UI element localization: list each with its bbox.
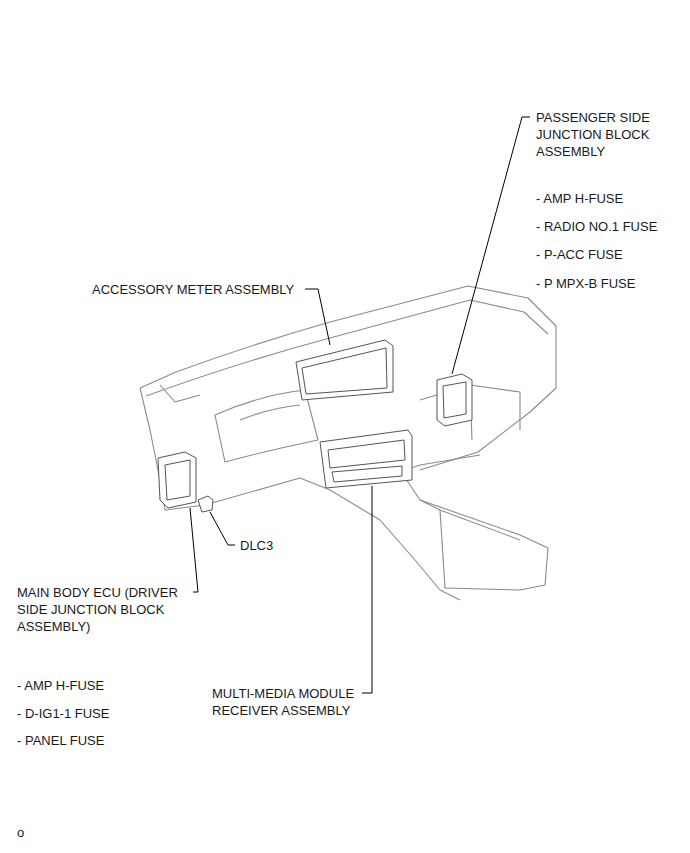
- leader-line: [362, 486, 372, 693]
- junction-block-detail: [443, 382, 466, 418]
- leader-line: [210, 512, 235, 545]
- leader-line: [190, 508, 198, 592]
- armrest-edge: [420, 500, 520, 540]
- dlc3-connector: [198, 496, 213, 512]
- accessory-meter-screen: [302, 348, 387, 394]
- multi-media-receiver: [320, 430, 412, 488]
- console-outline: [400, 470, 548, 590]
- fuse-name: - P MPX-B FUSE: [536, 275, 635, 292]
- leader-line: [305, 289, 330, 345]
- accessory-meter: [296, 340, 393, 400]
- dashboard-edge: [160, 385, 200, 402]
- receiver-face: [332, 466, 402, 482]
- figure-mark: o: [17, 824, 24, 841]
- fuse-name: - RADIO NO.1 FUSE: [536, 218, 657, 235]
- fuse-name: - P-ACC FUSE: [536, 246, 623, 263]
- assembly-name: MAIN BODY ECU (DRIVER SIDE JUNCTION BLOC…: [17, 584, 207, 635]
- fuse-name: - D-IG1-1 FUSE: [17, 705, 109, 722]
- leader-line: [452, 117, 530, 374]
- fuse-name: - AMP H-FUSE: [536, 190, 623, 207]
- assembly-name: ACCESSORY METER ASSEMBLY: [92, 281, 294, 298]
- assembly-name: MULTI-MEDIA MODULE RECEIVER ASSEMBLY: [212, 685, 377, 719]
- connector-name: DLC3: [240, 537, 273, 554]
- console-outline: [300, 478, 460, 600]
- main-body-ecu: [158, 452, 196, 508]
- dashboard-edge: [146, 300, 548, 396]
- passenger-junction-block: [437, 374, 472, 426]
- dashboard-panel: [240, 405, 300, 420]
- fuse-name: - AMP H-FUSE: [17, 677, 104, 694]
- assembly-name: PASSENGER SIDE JUNCTION BLOCK ASSEMBLY: [536, 109, 671, 160]
- dashboard-panel: [215, 390, 318, 462]
- ecu-detail: [165, 460, 190, 500]
- armrest-edge: [440, 510, 445, 588]
- receiver-face: [328, 440, 405, 468]
- fuse-name: - PANEL FUSE: [17, 732, 104, 749]
